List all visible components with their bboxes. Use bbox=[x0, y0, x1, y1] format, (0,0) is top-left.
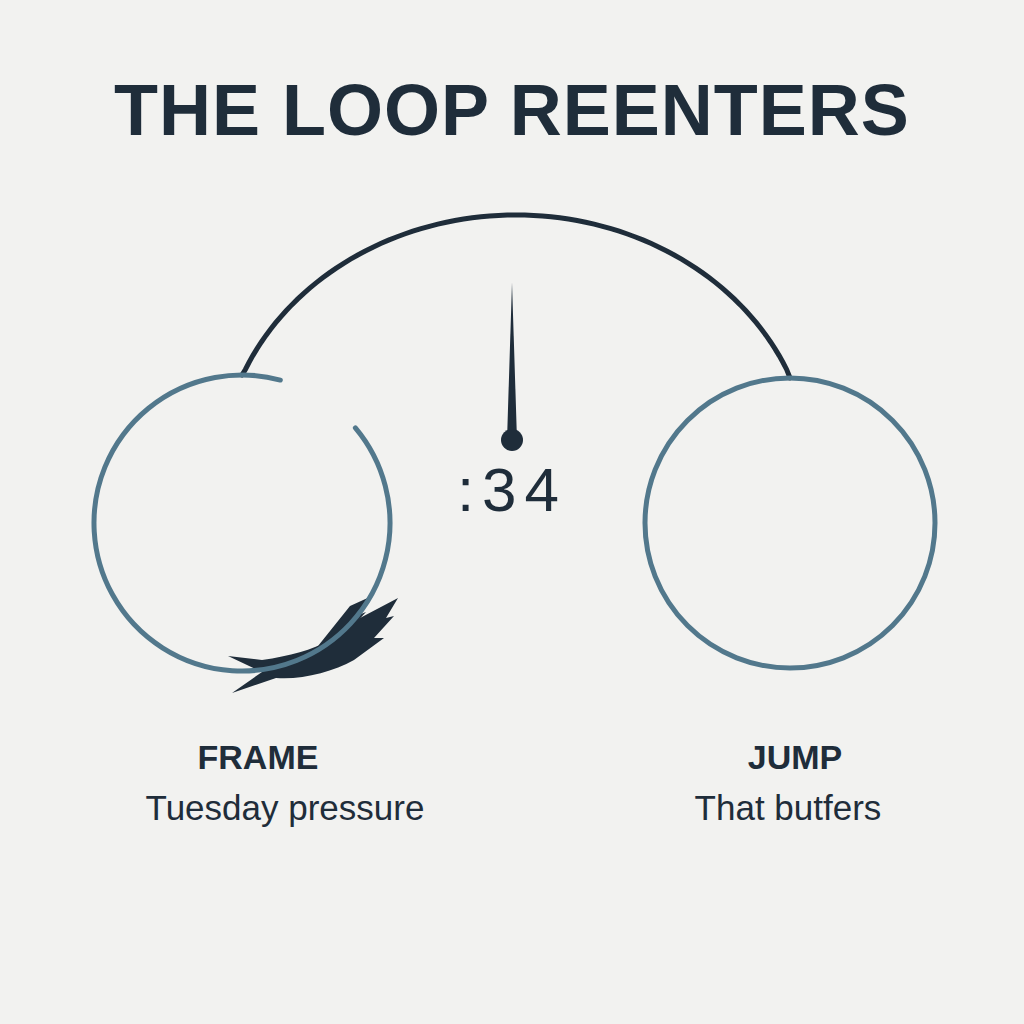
loop-circle bbox=[94, 375, 390, 671]
loop-node: FRAMETuesday pressure bbox=[94, 375, 390, 671]
node-heading: FRAME bbox=[38, 737, 478, 778]
loop-circle-outline bbox=[94, 375, 390, 671]
node-heading: JUMP bbox=[575, 737, 1015, 778]
loop-circle bbox=[645, 378, 935, 668]
loop-node: JUMPThat butfers bbox=[645, 378, 935, 668]
loop-circle-outline bbox=[645, 378, 935, 668]
reading-number: :34 bbox=[312, 453, 712, 527]
node-caption: Tuesday pressure bbox=[65, 787, 505, 829]
connectors bbox=[242, 215, 790, 378]
gauge-pivot bbox=[501, 429, 523, 451]
label-holder: :34 bbox=[312, 453, 712, 527]
connector-arc bbox=[242, 215, 790, 378]
title: THE LOOP REENTERS bbox=[12, 67, 1012, 153]
gauge-needle bbox=[507, 283, 517, 440]
node-caption: That butfers bbox=[568, 787, 1008, 829]
bird-silhouette bbox=[228, 596, 398, 693]
title-holder: THE LOOP REENTERS bbox=[12, 67, 1012, 153]
